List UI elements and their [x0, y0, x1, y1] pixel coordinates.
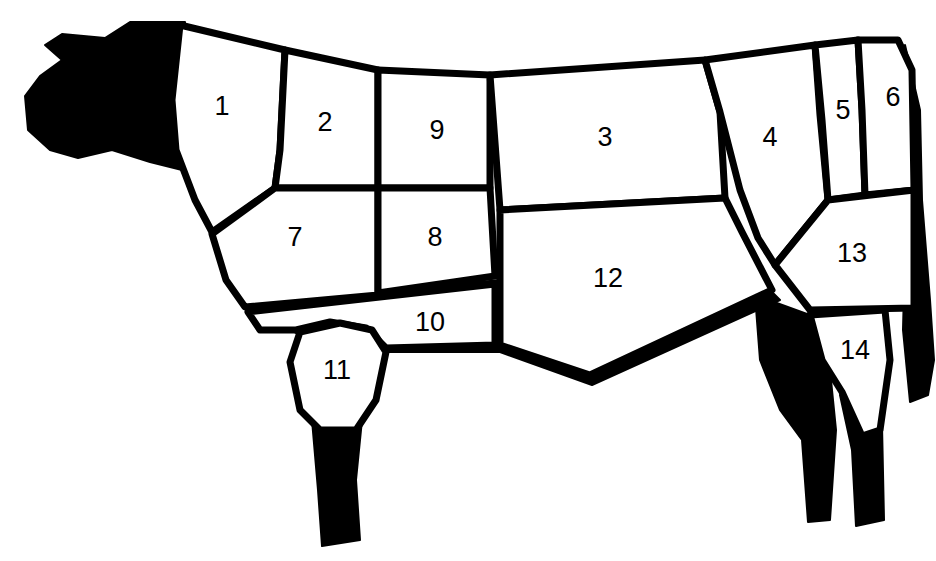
callout-number: 5: [835, 97, 850, 124]
callout-number: 3: [597, 124, 612, 151]
callout-number: 8: [427, 224, 442, 251]
cut-region: [490, 60, 725, 210]
callout-number: 11: [323, 357, 351, 384]
cut-region: [810, 310, 890, 436]
cut-region: [378, 70, 490, 188]
callout-number: 1: [214, 93, 229, 120]
cut-region: [378, 188, 495, 293]
callout-number: 4: [762, 124, 777, 151]
callout-number: 9: [429, 117, 444, 144]
cut-region: [858, 40, 914, 195]
cut-region: [775, 190, 914, 310]
callout-number: 14: [840, 337, 870, 364]
callout-number: 2: [317, 109, 332, 136]
cut-region: [212, 188, 378, 307]
callout-number: 13: [837, 240, 867, 267]
callout-number: 7: [287, 224, 302, 251]
cut-region: [290, 323, 386, 430]
callout-number: 6: [885, 84, 900, 111]
cut-region: [275, 50, 378, 188]
callout-number: 10: [415, 309, 445, 336]
callout-number: 12: [593, 265, 623, 292]
cut-region: [500, 198, 772, 375]
